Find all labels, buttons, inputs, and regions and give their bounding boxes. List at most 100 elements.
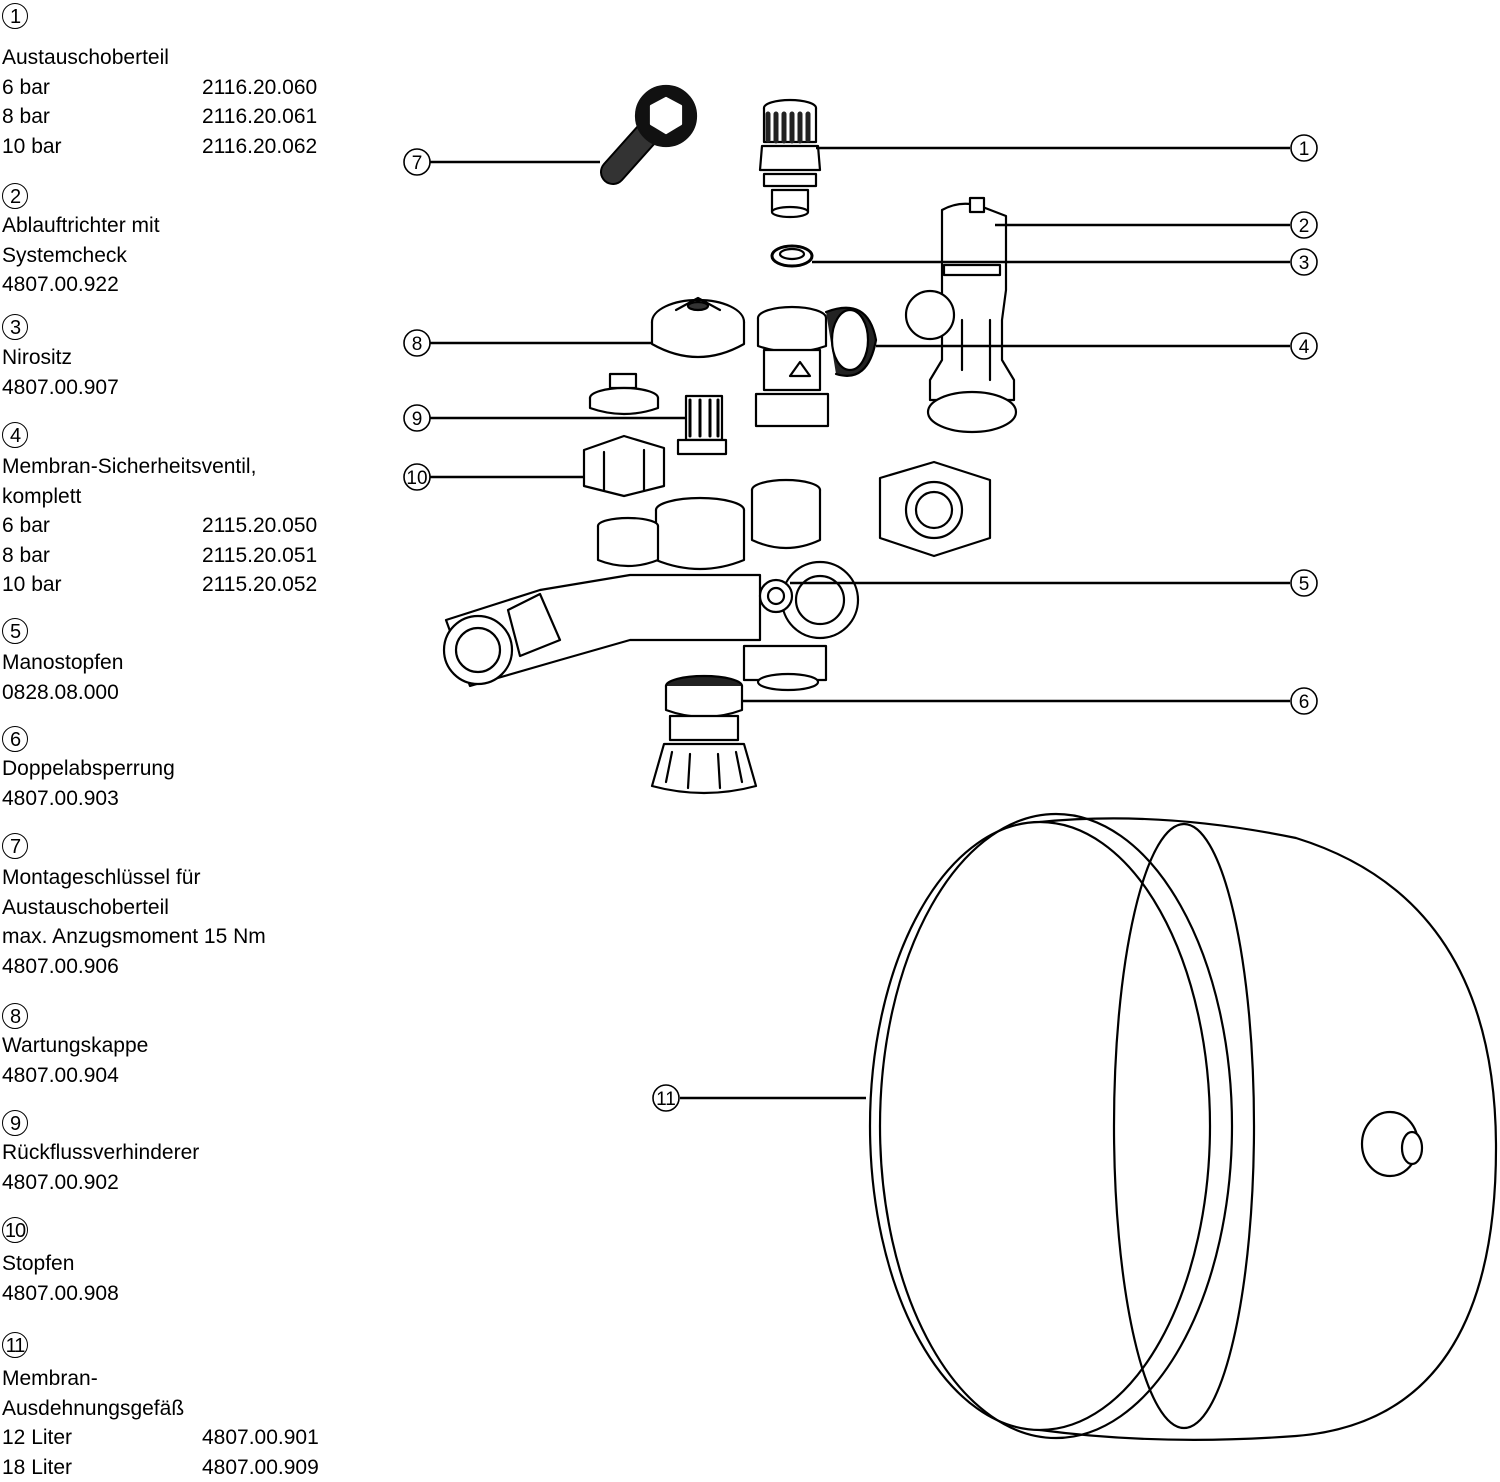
part-desc: Doppelabsperrung xyxy=(2,757,175,780)
part-5: 5 Manostopfen 0828.08.000 xyxy=(2,618,352,707)
part-line: 4807.00.907 xyxy=(2,373,352,403)
check-valve-icon xyxy=(676,394,728,456)
part-code: 2115.20.051 xyxy=(202,543,318,567)
part-code: 4807.00.922 xyxy=(2,273,119,297)
svg-text:6: 6 xyxy=(1299,692,1310,713)
part-desc: Ablauftrichter mit xyxy=(2,214,160,237)
part-code: 4807.00.906 xyxy=(2,954,119,978)
callout-5: 5 xyxy=(1290,569,1318,597)
part-number-circle: 4 xyxy=(2,422,28,448)
part-7: 7 Montageschlüssel für Austauschoberteil… xyxy=(2,833,352,981)
part-number-circle: 3 xyxy=(2,314,28,340)
part-number-circle: 5 xyxy=(2,618,28,644)
part-number-circle: 1 xyxy=(2,3,28,29)
part-2: 2 Ablauftrichter mit Systemcheck 4807.00… xyxy=(2,183,352,300)
part-line: 6 bar 2116.20.060 xyxy=(2,73,352,103)
callout-8: 8 xyxy=(403,329,431,357)
part-variant: 8 bar xyxy=(2,543,50,567)
part-line: 0828.08.000 xyxy=(2,678,352,708)
callout-9: 9 xyxy=(403,404,431,432)
part-4: 4 Membran-Sicherheitsventil, komplett 6 … xyxy=(2,422,352,600)
part-variant: 6 bar xyxy=(2,514,50,538)
part-variant: 8 bar xyxy=(2,105,50,129)
part-variant: 12 Liter xyxy=(2,1426,73,1450)
part-code: 2116.20.060 xyxy=(202,75,318,99)
callout-1: 1 xyxy=(1290,134,1318,162)
svg-text:1: 1 xyxy=(1299,139,1310,160)
part-line: Manostopfen xyxy=(2,648,352,678)
part-6: 6 Doppelabsperrung 4807.00.903 xyxy=(2,726,352,813)
part-line: 4807.00.906 xyxy=(2,952,352,982)
part-line: Systemcheck xyxy=(2,241,352,271)
diagram-drawing: 1 2 3 4 5 6 7 8 9 10 11 xyxy=(403,84,1498,1441)
part-8: 8 Wartungskappe 4807.00.904 xyxy=(2,1003,352,1090)
part-line: 4807.00.908 xyxy=(2,1279,352,1309)
callout-3: 3 xyxy=(1290,248,1318,276)
part-desc: Nirositz xyxy=(2,346,73,369)
stopper-nut-icon xyxy=(582,434,666,498)
part-desc: Rückflussverhinderer xyxy=(2,1141,200,1164)
union-nut-icon xyxy=(878,460,992,558)
drain-funnel-icon xyxy=(904,196,1018,434)
part-line: 8 bar 2116.20.061 xyxy=(2,102,352,132)
svg-text:2: 2 xyxy=(1299,216,1310,237)
part-3: 3 Nirositz 4807.00.907 xyxy=(2,314,352,402)
part-line: Wartungskappe xyxy=(2,1031,352,1061)
part-desc: Austauschoberteil xyxy=(2,46,169,69)
part-line: Membran-Sicherheitsventil, xyxy=(2,452,352,482)
callout-2: 2 xyxy=(1290,211,1318,239)
svg-text:3: 3 xyxy=(1299,253,1310,274)
part-line: Stopfen xyxy=(2,1249,352,1279)
part-line: Membran- xyxy=(2,1364,352,1394)
part-number-circle: 10 xyxy=(2,1217,28,1243)
part-1: 1 Austauschoberteil 6 bar 2116.20.060 8 b… xyxy=(2,3,352,161)
callout-6: 6 xyxy=(1290,687,1318,715)
part-number-circle: 7 xyxy=(2,833,28,859)
svg-text:5: 5 xyxy=(1299,574,1310,595)
svg-text:8: 8 xyxy=(412,334,423,355)
valve-body-icon xyxy=(442,478,860,692)
svg-text:7: 7 xyxy=(412,153,423,174)
part-desc: komplett xyxy=(2,484,82,508)
part-line: Montageschlüssel für xyxy=(2,863,352,893)
wrench-icon xyxy=(600,84,698,185)
parts-list: 1 Austauschoberteil 6 bar 2116.20.060 8 b… xyxy=(0,0,360,1479)
maintenance-cap-icon xyxy=(650,296,746,358)
seat-ring-icon xyxy=(770,244,814,268)
part-variant: 10 bar xyxy=(2,134,62,158)
part-desc: Manostopfen xyxy=(2,651,124,674)
part-line: Nirositz xyxy=(2,343,352,373)
safety-valve-icon xyxy=(754,305,878,428)
part-line: max. Anzugsmoment 15 Nm xyxy=(2,922,352,952)
part-variant: 18 Liter xyxy=(2,1455,73,1479)
part-code: 4807.00.903 xyxy=(2,786,119,810)
part-line: Ausdehnungsgefäß xyxy=(2,1394,352,1424)
part-line: Austauschoberteil xyxy=(2,893,352,923)
svg-text:9: 9 xyxy=(412,409,423,430)
callout-10: 10 xyxy=(403,463,431,491)
part-line: 4807.00.922 xyxy=(2,270,352,300)
part-number-circle: 2 xyxy=(2,183,28,209)
part-variant: 10 bar xyxy=(2,573,62,597)
part-line: komplett xyxy=(2,482,352,512)
part-line: Austauschoberteil xyxy=(2,43,352,73)
part-code: 0828.08.000 xyxy=(2,680,119,704)
part-code: 4807.00.907 xyxy=(2,375,119,399)
part-line: Rückflussverhinderer xyxy=(2,1138,352,1168)
svg-text:4: 4 xyxy=(1299,337,1310,358)
part-code: 4807.00.908 xyxy=(2,1281,119,1305)
part-number-circle: 9 xyxy=(2,1110,28,1136)
part-code: 2116.20.061 xyxy=(202,105,318,129)
replacement-upper-part-icon xyxy=(758,98,822,219)
part-desc: Wartungskappe xyxy=(2,1034,149,1057)
part-variant: 6 bar xyxy=(2,75,50,99)
callout-4: 4 xyxy=(1290,332,1318,360)
callout-11: 11 xyxy=(652,1084,680,1112)
callout-7: 7 xyxy=(403,148,431,176)
part-desc: Membran- xyxy=(2,1367,98,1390)
